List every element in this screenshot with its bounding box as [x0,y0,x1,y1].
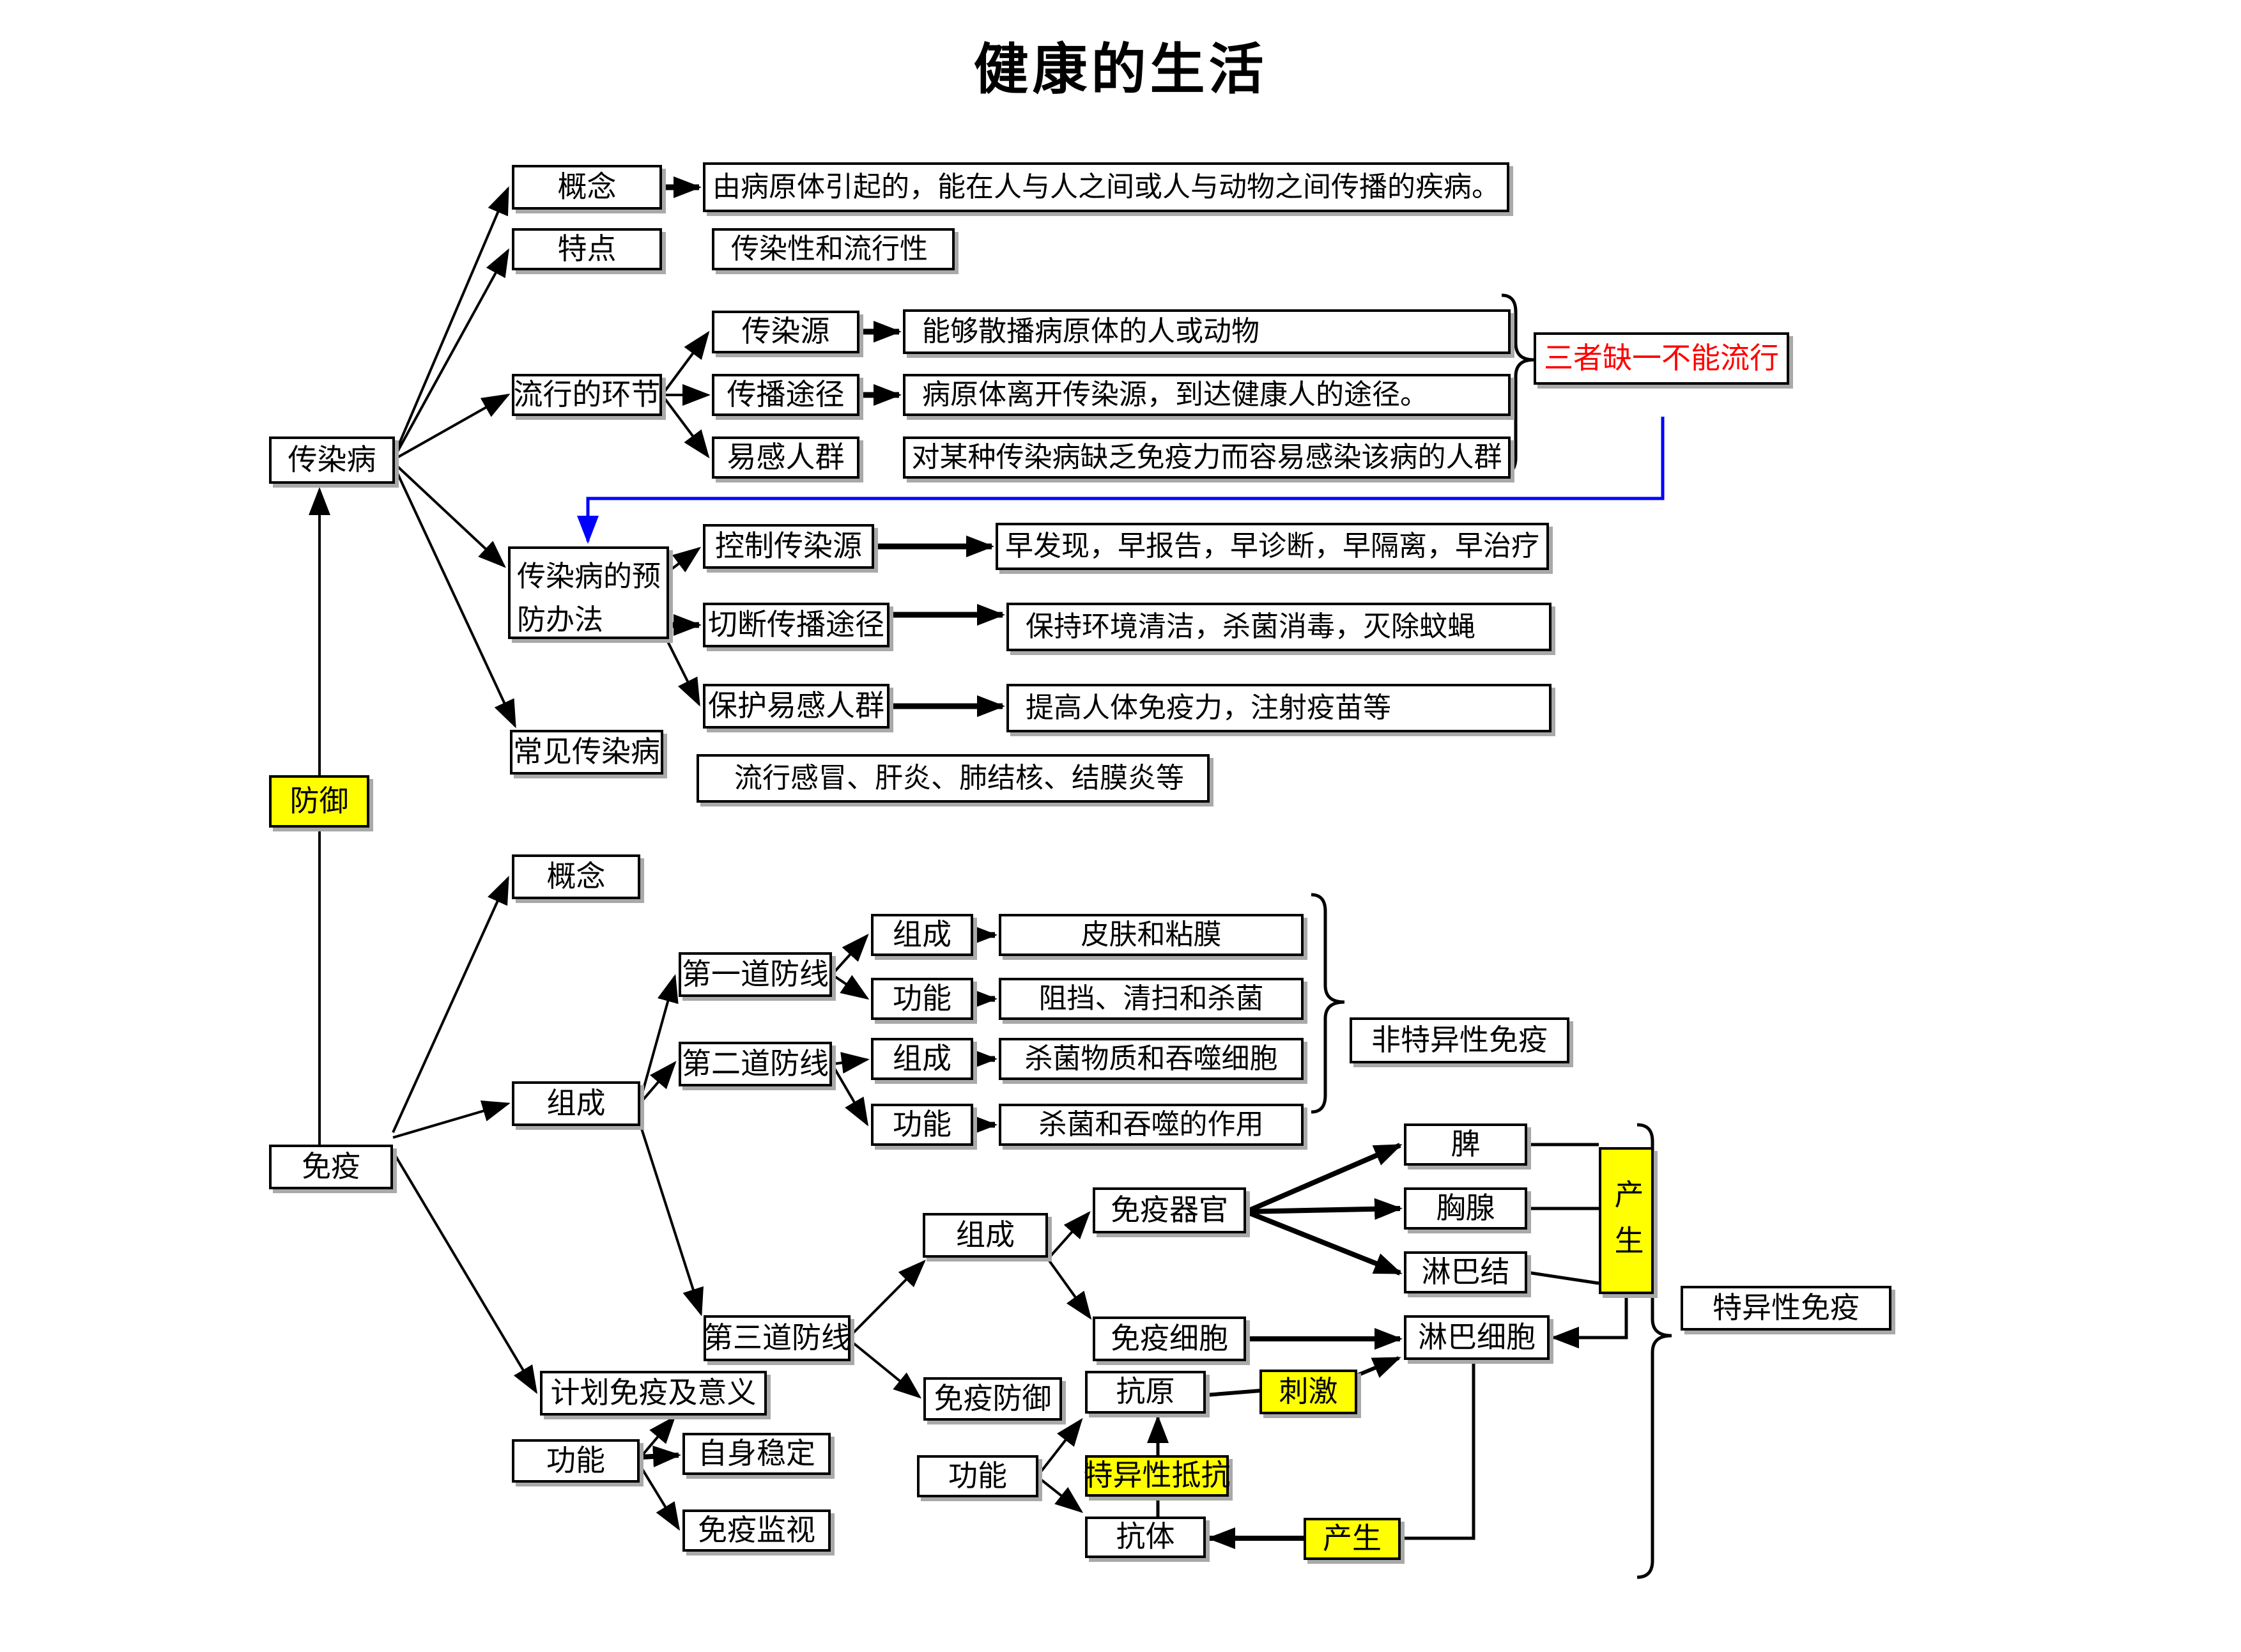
node-infection-source: 传染源 [712,311,859,353]
node-transmission-route: 传播途径 [712,374,859,416]
node-route-desc: 病原体离开传染源，到达健康人的途径。 [903,374,1511,416]
node-immunity: 免疫 [269,1145,393,1189]
node-third-composition: 组成 [923,1213,1048,1258]
arrow-infectious-to-common [394,467,516,729]
node-prevention-methods: 传染病的预防办法 [508,546,669,639]
arrow-immunity-to-concept [392,876,509,1133]
node-source-desc: 能够散播病原体的人或动物 [903,309,1511,354]
node-immune-surveillance: 免疫监视 [682,1509,831,1552]
arrow-third-to-comp [849,1260,926,1337]
node-second-line: 第二道防线 [679,1042,832,1086]
node-thymus: 胸腺 [1404,1187,1527,1230]
arrow-func3-to-antigen [1037,1417,1083,1476]
arrow-infectious-to-concept [394,186,509,454]
node-lymphocyte: 淋巴细胞 [1404,1315,1550,1360]
node-cut-desc: 保持环境清洁，杀菌消毒，灭除蚊蝇 [1006,603,1552,651]
node-immune-defense: 免疫防御 [923,1377,1062,1421]
arrow-composition-to-third [639,1124,704,1316]
node-concept: 概念 [512,165,662,210]
node-features: 特点 [512,228,662,270]
line-lymphocyte-to-produce [1403,1360,1475,1540]
node-control-source: 控制传染源 [703,524,874,569]
arrow-infectious-to-links [394,394,511,460]
node-planned-immunization: 计划免疫及意义 [540,1371,767,1416]
node-antigen: 抗原 [1085,1371,1206,1414]
arrow-infectious-to-prevention [394,463,506,568]
node-first-line: 第一道防线 [679,952,832,997]
node-second-function-desc: 杀菌和吞噬的作用 [999,1104,1304,1146]
node-features-desc: 传染性和流行性 [712,228,955,270]
node-immunity-function: 功能 [512,1439,640,1483]
node-epidemic-links: 流行的环节 [512,374,662,416]
node-produce-organs: 产生 [1599,1147,1654,1294]
node-stimulate: 刺激 [1259,1370,1357,1414]
node-protect-desc: 提高人体免疫力，注射疫苗等 [1006,684,1552,732]
arrow-third-to-defense [849,1339,922,1399]
arrow-func1-to-surveillance [638,1463,681,1531]
node-second-composition: 组成 [871,1038,973,1080]
arrow-links-to-susceptible [661,394,710,459]
brace-specific [1636,1123,1672,1579]
node-second-function: 功能 [871,1104,973,1146]
node-common-desc: 流行感冒、肝炎、肺结核、结膜炎等 [697,754,1210,803]
arrow-composition-to-first [639,974,679,1101]
node-susceptible-group: 易感人群 [712,436,859,479]
arrow-immunity-to-planned [392,1150,538,1394]
arrow-comp3-to-organs [1047,1211,1091,1260]
node-lymph-node: 淋巴结 [1404,1251,1527,1293]
node-warning-note: 三者缺一不能流行 [1534,332,1789,385]
arrow-prevention-to-control [664,546,702,575]
node-specific-resistance: 特异性抵抗 [1084,1455,1231,1497]
node-susceptible-desc: 对某种传染病缺乏免疫力而容易感染该病的人群 [903,436,1511,479]
node-antibody: 抗体 [1085,1517,1206,1558]
node-concept-desc: 由病原体引起的，能在人与人之间或人与动物之间传播的疾病。 [703,162,1509,212]
arrow-infectious-to-features [394,248,509,457]
node-first-function-desc: 阻挡、清扫和杀菌 [999,978,1304,1020]
node-immune-cells: 免疫细胞 [1093,1316,1246,1361]
arrow-organs-to-spleen [1245,1143,1403,1214]
arrow-blue-link [577,417,1665,544]
node-cut-route: 切断传播途径 [703,603,889,647]
node-specific-immunity: 特异性免疫 [1681,1286,1891,1331]
arrow-organs-to-thymus [1245,1198,1403,1220]
arrow-composition-to-second [639,1060,677,1104]
page-title: 健康的生活 [973,39,1268,100]
arrow-second-to-comp [831,1052,870,1074]
node-immunity-concept: 概念 [512,854,640,899]
arrow-links-to-source [661,330,710,396]
arrow-func1-to-self [639,1445,681,1467]
node-self-stabilization: 自身稳定 [682,1433,831,1475]
arrow-comp3-to-cells [1047,1258,1092,1320]
node-defense: 防御 [269,775,369,828]
node-immune-organs: 免疫器官 [1093,1187,1246,1233]
node-nonspecific-immunity: 非特异性免疫 [1350,1017,1569,1063]
node-first-composition-desc: 皮肤和粘膜 [999,914,1304,956]
node-third-line: 第三道防线 [704,1315,851,1361]
arrow-second-to-func [831,1063,869,1127]
line-lymphnode-to-produce [1527,1270,1599,1285]
arrow-func3-to-antibody [1037,1476,1084,1513]
arrow-first-to-comp [831,934,869,976]
node-protect-group: 保护易感人群 [703,684,889,729]
node-control-desc: 早发现，早报告，早诊断，早隔离，早治疗 [996,523,1549,570]
line-antigen-to-stimulate [1205,1389,1261,1397]
arrow-organs-to-lymphnode [1245,1209,1403,1276]
node-common-diseases: 常见传染病 [510,730,663,775]
node-first-composition: 组成 [871,914,973,956]
node-immunity-composition: 组成 [512,1081,640,1126]
arrow-immunity-to-composition [392,1100,511,1139]
node-first-function: 功能 [871,978,973,1020]
node-second-composition-desc: 杀菌物质和吞噬细胞 [999,1038,1304,1080]
node-produce-antibody: 产生 [1304,1518,1401,1560]
arrow-prevention-to-protect [664,636,700,707]
arrow-produce-to-lymphocyte [1551,1294,1628,1348]
arrow-stimulate-to-lymphocyte [1356,1356,1401,1378]
brace-nonspecific [1311,893,1345,1114]
arrow-first-to-func [831,973,870,1000]
node-spleen: 脾 [1404,1123,1527,1166]
node-infectious-disease: 传染病 [269,436,395,484]
node-third-function: 功能 [917,1455,1038,1497]
arrow-func1-to-planned [638,1415,676,1460]
